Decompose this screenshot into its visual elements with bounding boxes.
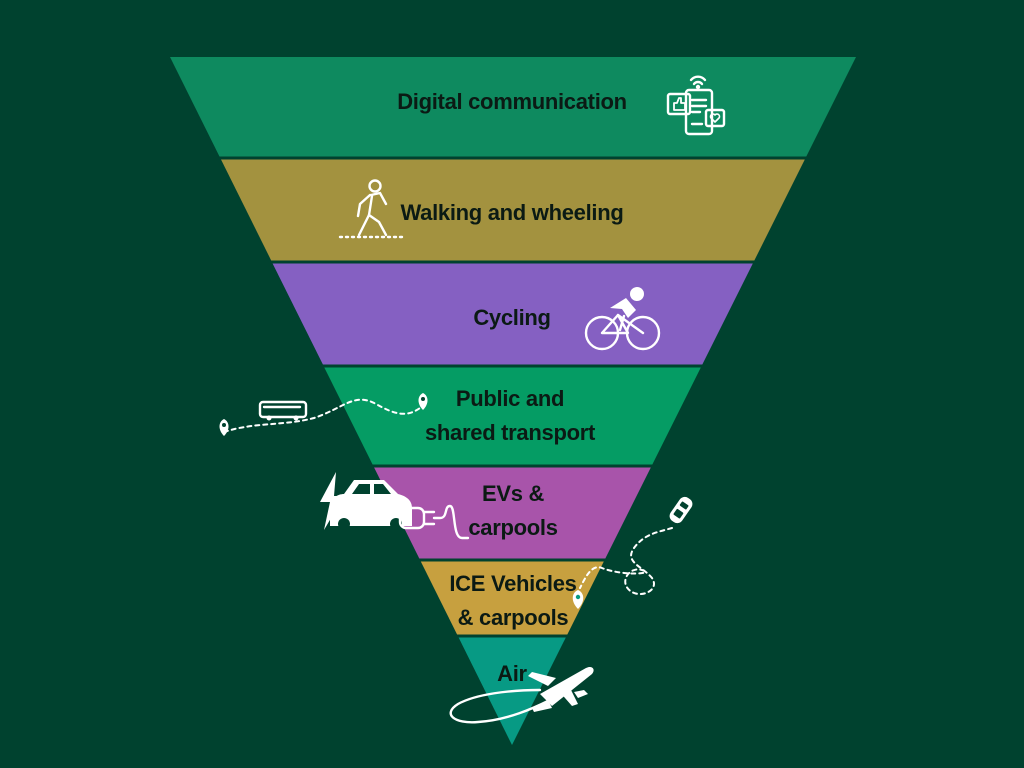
tier-1-band (170, 57, 856, 157)
bus-route-icon (219, 393, 428, 436)
car-route-icon (572, 496, 693, 609)
electric-car-icon (320, 472, 470, 540)
tier-4-label-line-2: shared transport (425, 420, 596, 445)
tier-5-label-line-2: carpools (468, 515, 557, 540)
tier-5-band (374, 467, 651, 559)
tier-4-band (324, 367, 701, 465)
walking-person-icon (338, 179, 404, 239)
tier-3-label-line-1: Cycling (473, 305, 550, 330)
tier-6-band (420, 561, 604, 635)
tier-4-label-line-1: Public and (456, 386, 564, 411)
cyclist-icon (584, 287, 661, 351)
tier-1-label-line-1: Digital communication (397, 89, 627, 114)
tier-6-label-line-1: ICE Vehicles (449, 571, 576, 596)
tier-6-label-line-2: & carpools (458, 605, 569, 630)
airplane-icon (449, 666, 594, 724)
digital-communication-icon (666, 75, 726, 136)
tier-7-label-line-1: Air (497, 661, 527, 686)
tier-2-band (221, 159, 805, 261)
tier-2-label-line-1: Walking and wheeling (401, 200, 624, 225)
tier-5-label-line-1: EVs & (482, 481, 544, 506)
